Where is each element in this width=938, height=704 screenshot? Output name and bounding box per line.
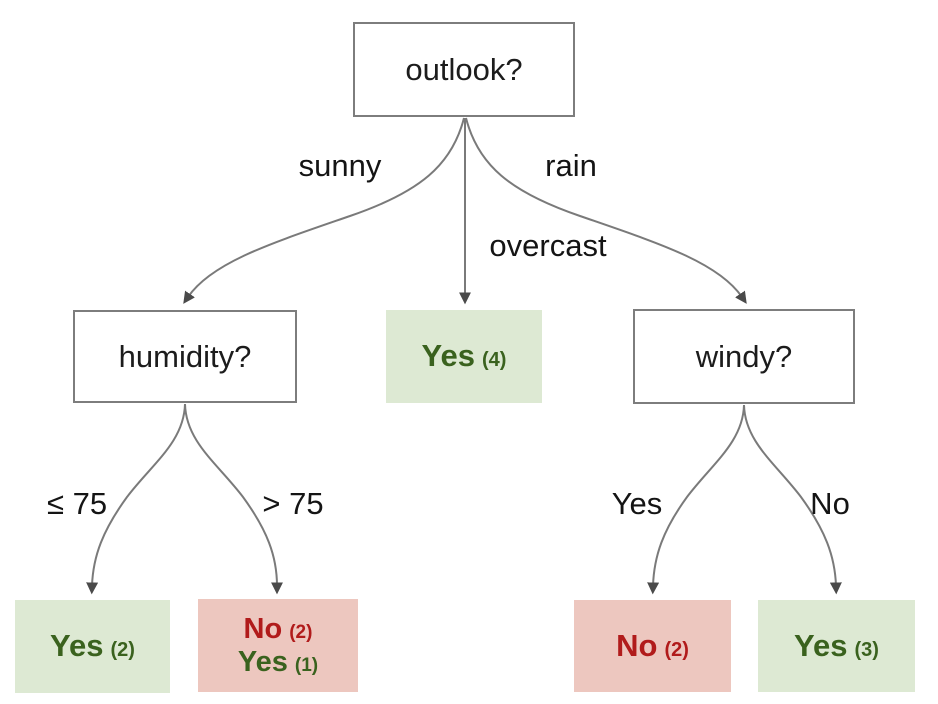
- edge-label-windy-no: No: [810, 486, 850, 521]
- leaf-value: No: [616, 627, 658, 663]
- leaf-overcast-yes: Yes (4): [386, 310, 542, 403]
- leaf-count: (3): [854, 638, 879, 661]
- leaf-count: (2): [664, 638, 689, 661]
- edge-windy-no: [743, 404, 842, 595]
- edge-label-rain: rain: [545, 148, 597, 183]
- leaf-count: (2): [110, 639, 135, 662]
- node-humidity-label: humidity?: [118, 338, 252, 374]
- leaf-value: Yes: [794, 627, 848, 663]
- leaf-line: Yes (4): [421, 338, 507, 374]
- node-humidity: humidity?: [73, 310, 297, 403]
- node-outlook: outlook?: [353, 22, 575, 117]
- edge-label-overcast: overcast: [489, 228, 607, 263]
- leaf-line: Yes (2): [50, 628, 135, 664]
- edge-humidity-gt75: [184, 403, 283, 595]
- leaf-windy-yes-no: No (2): [574, 600, 731, 692]
- leaf-count: (4): [482, 349, 507, 372]
- node-outlook-label: outlook?: [405, 51, 523, 87]
- edge-sunny: [183, 117, 465, 304]
- leaf-value: Yes: [237, 645, 288, 678]
- edge-humidity-le75: [86, 403, 186, 595]
- leaf-value: Yes: [50, 628, 104, 664]
- edge-label-gt-75: > 75: [262, 486, 324, 521]
- leaf-line-yes: Yes (1): [238, 646, 318, 678]
- leaf-line-no: No (2): [244, 613, 313, 645]
- edge-windy-yes: [647, 404, 745, 595]
- leaf-humidity-le75-yes: Yes (2): [15, 600, 170, 693]
- leaf-value: No: [243, 613, 283, 646]
- edge-rain: [465, 117, 747, 304]
- leaf-count: (1): [294, 654, 319, 676]
- leaf-humidity-gt75-mixed: No (2) Yes (1): [198, 599, 358, 692]
- node-windy-label: windy?: [695, 338, 793, 374]
- edge-label-sunny: sunny: [298, 148, 382, 183]
- leaf-count: (2): [289, 622, 313, 644]
- edge-label-le-75: ≤ 75: [46, 486, 108, 521]
- leaf-line: No (2): [616, 627, 689, 664]
- edge-label-windy-yes: Yes: [611, 486, 663, 521]
- leaf-line: Yes (3): [794, 627, 879, 664]
- leaf-value: Yes: [421, 338, 475, 374]
- node-windy: windy?: [633, 309, 855, 404]
- leaf-windy-no-yes: Yes (3): [758, 600, 915, 692]
